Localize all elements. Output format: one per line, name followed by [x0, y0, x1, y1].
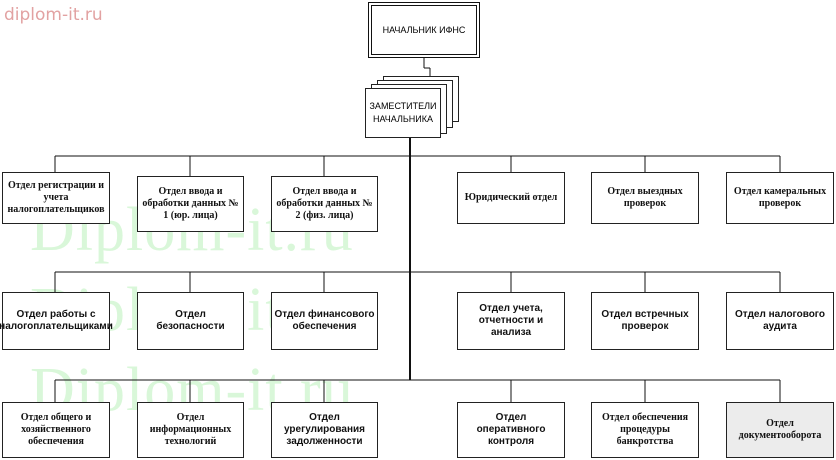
- dept-finance: Отдел финансового обеспечения: [271, 292, 378, 350]
- dept-data-entry-1: Отдел ввода и обработки данных № 1 (юр. …: [137, 176, 244, 232]
- dept-tax-audit: Отдел налогового аудита: [726, 292, 834, 350]
- dept-registration: Отдел регистрации и учета налогоплательщ…: [2, 172, 110, 224]
- dept-document-flow: Отдел документооборота: [726, 402, 834, 458]
- dept-bankruptcy: Отдел обеспечения процедуры банкротства: [591, 402, 699, 458]
- dept-field-audits: Отдел выездных проверок: [591, 172, 699, 224]
- dept-legal: Юридический отдел: [457, 172, 565, 224]
- dept-general-support: Отдел общего и хозяйственного обеспечени…: [2, 402, 110, 458]
- dept-debt-settlement: Отдел урегулирования задолженности: [271, 402, 378, 458]
- site-watermark-label: diplom-it.ru: [4, 5, 103, 25]
- dept-security: Отдел безопасности: [137, 292, 244, 350]
- dept-accounting-analysis: Отдел учета, отчетности и анализа: [457, 292, 565, 350]
- dept-data-entry-2: Отдел ввода и обработки данных № 2 (физ.…: [271, 176, 378, 232]
- head-box: НАЧАЛЬНИК ИФНС: [368, 2, 480, 58]
- deputies-box: ЗАМЕСТИТЕЛИ НАЧАЛЬНИКА: [365, 88, 441, 138]
- dept-counter-audits: Отдел встречных проверок: [591, 292, 699, 350]
- dept-taxpayer-service: Отдел работы с налогоплательщиками: [0, 292, 113, 350]
- dept-it: Отдел информационных технологий: [137, 402, 244, 458]
- dept-operational-control: Отдел оперативного контроля: [457, 402, 565, 458]
- dept-desk-audits: Отдел камеральных проверок: [726, 172, 834, 224]
